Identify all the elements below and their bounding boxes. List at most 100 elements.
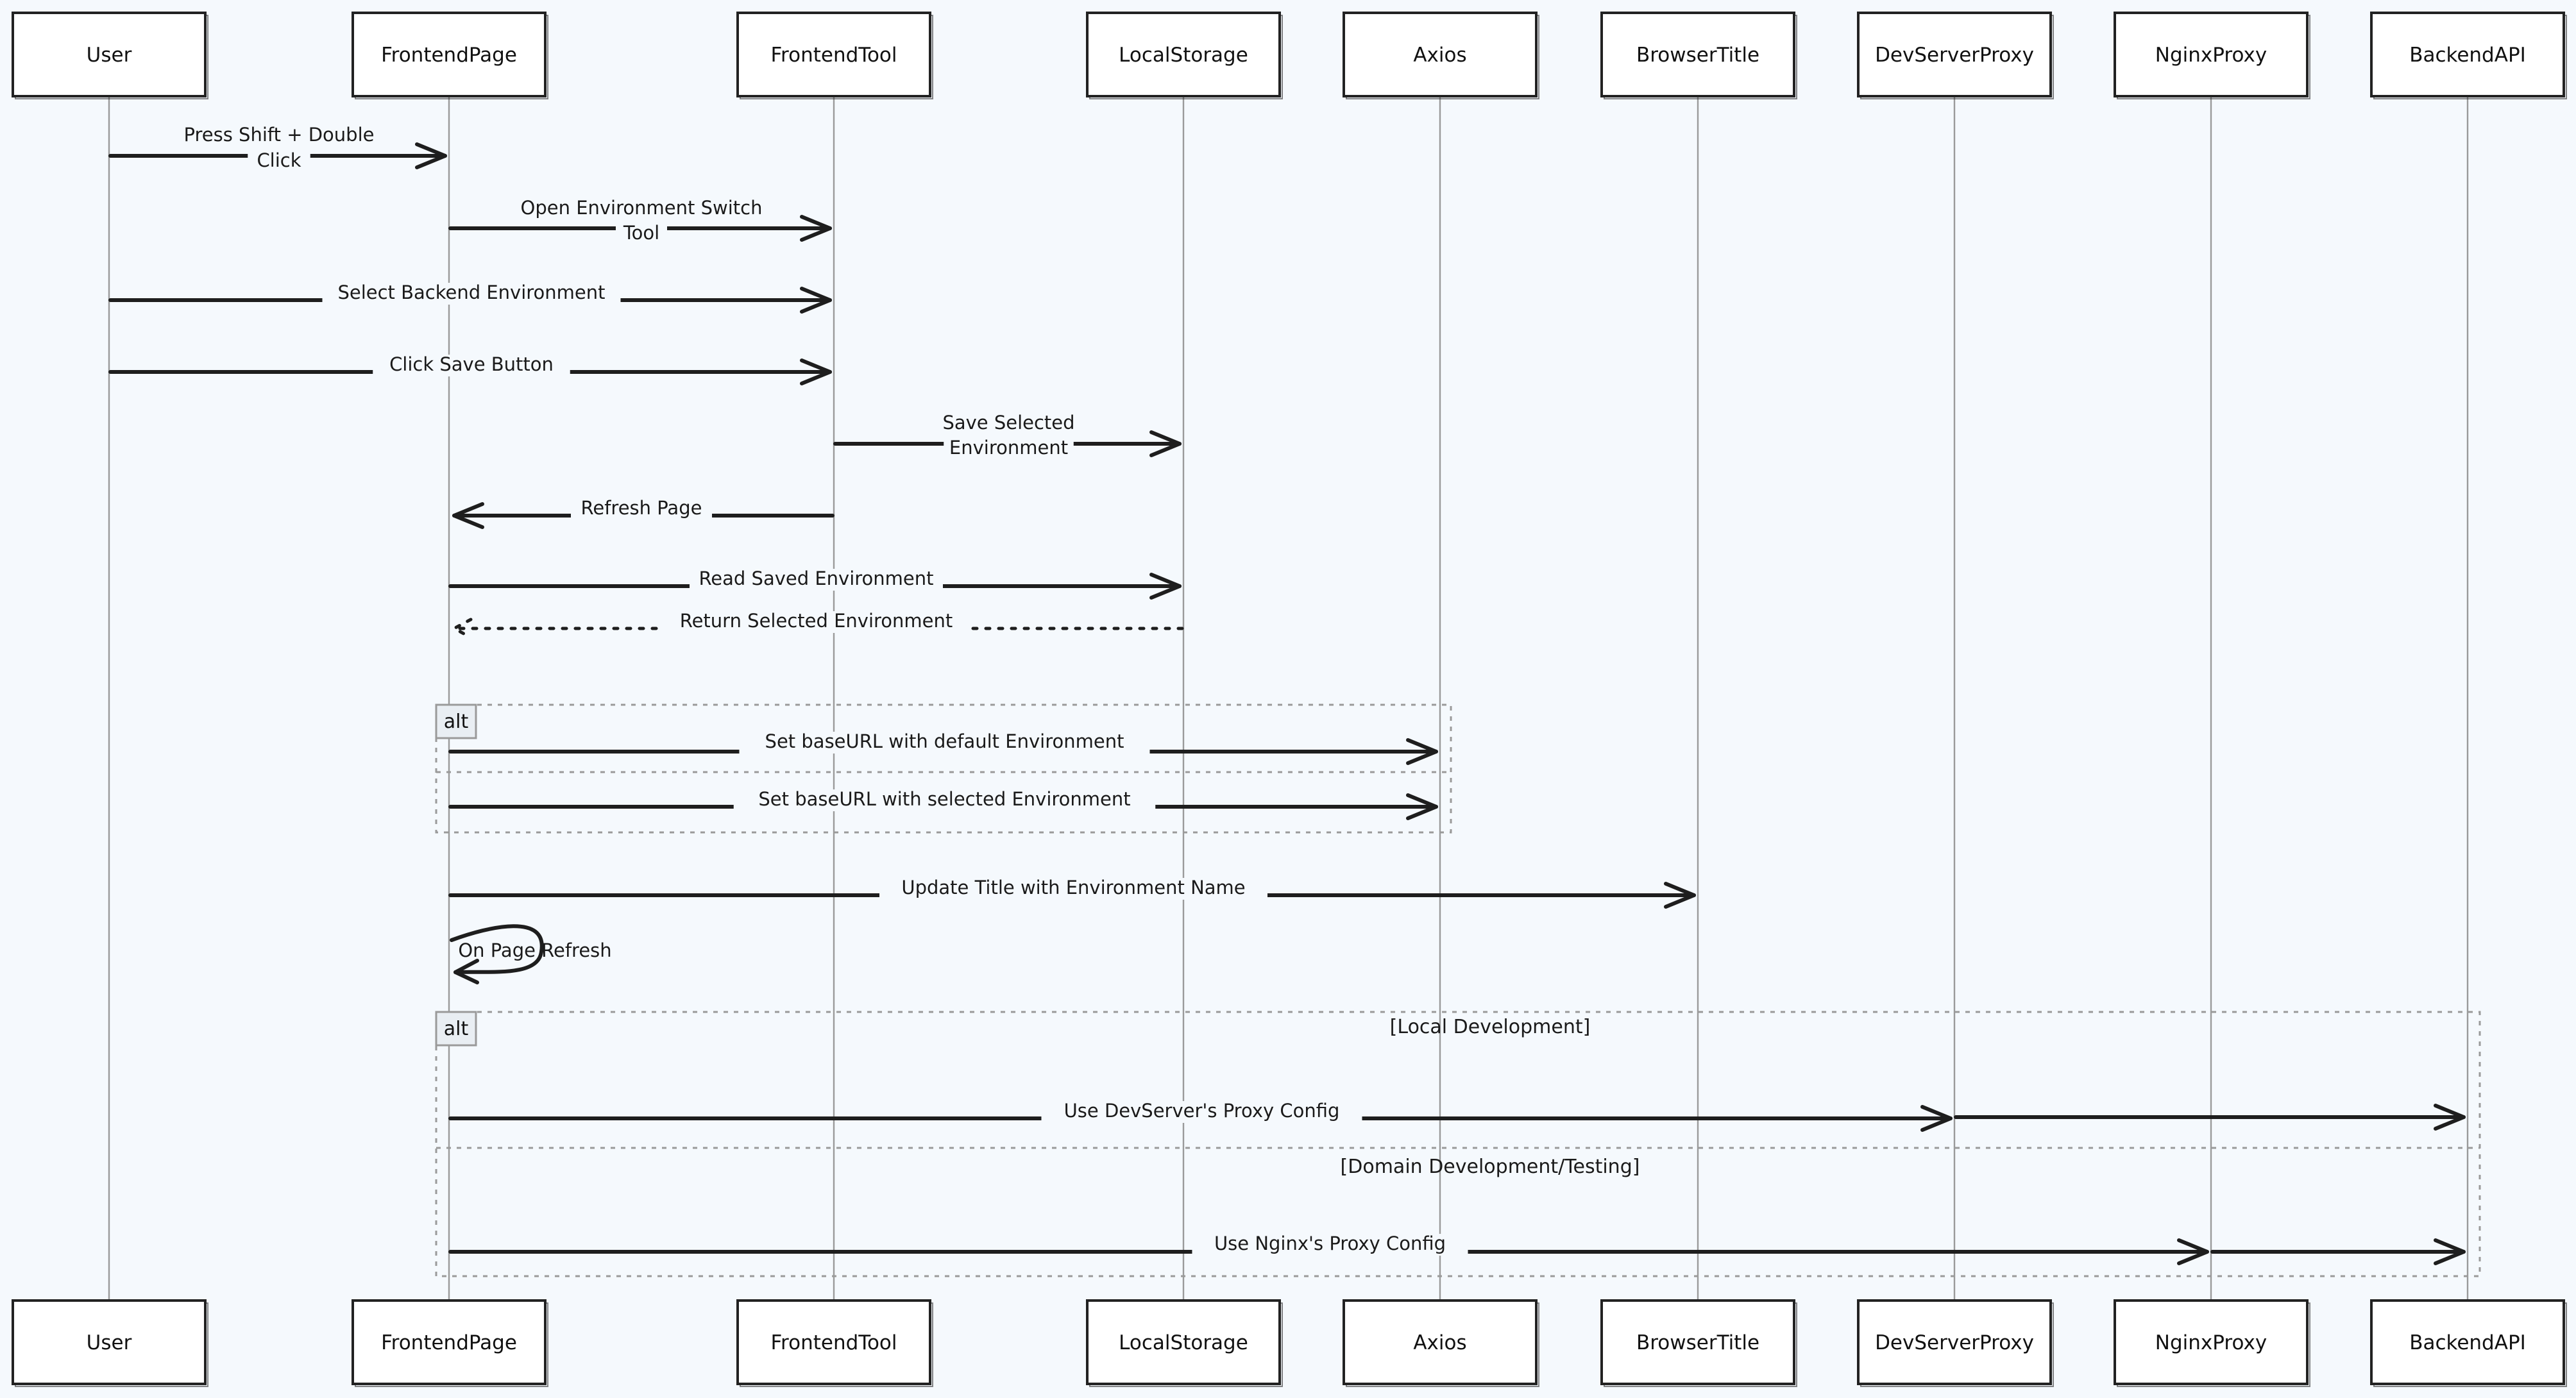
- participant-label: LocalStorage: [1119, 1331, 1248, 1354]
- participant-box: [2370, 12, 2565, 97]
- message-label: Click Save Button: [389, 353, 554, 375]
- arrow-head: [453, 959, 479, 984]
- participant-label: BrowserTitle: [1636, 1331, 1759, 1354]
- message-9: Set baseURL with default Environment: [448, 730, 1438, 765]
- participant-box: [1600, 12, 1795, 97]
- message-label: Tool: [623, 222, 659, 244]
- fragment-tab: [435, 703, 477, 739]
- participant-box: [2114, 12, 2309, 97]
- participant-box: [2114, 1299, 2309, 1385]
- participant-user-top: User: [12, 12, 208, 99]
- participant-box: [1343, 12, 1538, 97]
- arrow-head: [452, 502, 484, 529]
- message-13: Use DevServer's Proxy Config: [448, 1100, 1953, 1132]
- participant-label: BrowserTitle: [1636, 44, 1759, 67]
- arrow-head: [2434, 1104, 2466, 1131]
- message-label: Click: [257, 149, 301, 171]
- participant-label: LocalStorage: [1119, 44, 1248, 67]
- participant-label: FrontendTool: [770, 44, 897, 67]
- participant-label: User: [87, 44, 132, 67]
- message-label: Set baseURL with selected Environment: [758, 788, 1130, 810]
- participant-box: [736, 1299, 931, 1385]
- arrow-head: [2177, 1238, 2209, 1265]
- participant-box: [1343, 1299, 1538, 1385]
- participant-box: [12, 1299, 207, 1385]
- message-label: Select Backend Environment: [337, 282, 605, 303]
- participant-label: NginxProxy: [2155, 1331, 2267, 1354]
- message-3: Select Backend Environment: [108, 282, 832, 314]
- message-label: On Page Refresh: [458, 939, 611, 961]
- fragment-type-label: alt: [444, 711, 469, 733]
- participant-label: FrontendTool: [770, 1331, 897, 1354]
- participant-backendapi-top: BackendAPI: [2370, 12, 2567, 99]
- participant-label: NginxProxy: [2155, 44, 2267, 67]
- message-label: Use DevServer's Proxy Config: [1064, 1100, 1340, 1122]
- participant-label: DevServerProxy: [1875, 1331, 2034, 1354]
- message-label: Press Shift + Double: [184, 124, 375, 146]
- fragment-frame: [435, 1011, 2481, 1277]
- arrow-head: [1406, 738, 1438, 765]
- participant-frontendpage-bottom: FrontendPage: [352, 1299, 548, 1387]
- message-label: Save Selected: [942, 412, 1074, 434]
- arrow-head: [1149, 430, 1182, 457]
- self-message-loop: [450, 924, 544, 974]
- participant-label: BackendAPI: [2409, 44, 2526, 67]
- arrow-head: [1149, 573, 1182, 600]
- fragment-condition: [Local Development]: [1390, 1016, 1591, 1038]
- message-14: [1954, 1104, 2466, 1131]
- arrow-head: [800, 287, 832, 314]
- participant-box: [352, 12, 547, 97]
- participant-frontendpage-top: FrontendPage: [352, 12, 548, 99]
- message-label: Refresh Page: [581, 497, 702, 519]
- participant-axios-top: Axios: [1343, 12, 1539, 99]
- message-11: Update Title with Environment Name: [448, 877, 1696, 909]
- message-15: Use Nginx's Proxy Config: [448, 1233, 2209, 1265]
- participant-frontendtool-bottom: FrontendTool: [736, 1299, 933, 1387]
- message-label: Use Nginx's Proxy Config: [1214, 1233, 1446, 1254]
- participant-box: [1857, 12, 2052, 97]
- participant-label: BackendAPI: [2409, 1331, 2526, 1354]
- fragment-condition: [Domain Development/Testing]: [1341, 1156, 1640, 1178]
- message-label: Set baseURL with default Environment: [765, 730, 1124, 752]
- participant-box: [12, 12, 207, 97]
- fragment-tab: [435, 1011, 477, 1047]
- participant-backendapi-bottom: BackendAPI: [2370, 1299, 2567, 1387]
- message-12: On Page Refresh: [450, 924, 612, 984]
- participant-localstorage-bottom: LocalStorage: [1086, 1299, 1283, 1387]
- message-8: Return Selected Environment: [452, 610, 1184, 639]
- participant-browsertitle-bottom: BrowserTitle: [1600, 1299, 1797, 1387]
- participant-label: DevServerProxy: [1875, 44, 2034, 67]
- participant-label: FrontendPage: [381, 1331, 517, 1354]
- participant-box: [1857, 1299, 2052, 1385]
- message-label: Update Title with Environment Name: [901, 877, 1245, 898]
- message-label: Read Saved Environment: [699, 568, 933, 589]
- participant-box: [1086, 1299, 1281, 1385]
- fragment-type-label: alt: [444, 1018, 469, 1040]
- participant-localstorage-top: LocalStorage: [1086, 12, 1283, 99]
- arrow-head: [415, 142, 447, 169]
- message-label: Environment: [949, 437, 1068, 459]
- message-10: Set baseURL with selected Environment: [448, 788, 1438, 820]
- participant-nginxproxy-bottom: NginxProxy: [2114, 1299, 2310, 1387]
- participant-browsertitle-top: BrowserTitle: [1600, 12, 1797, 99]
- participant-label: Axios: [1413, 44, 1466, 67]
- arrow-head: [1920, 1105, 1953, 1132]
- fragment-alt-2: alt [Local Development] [Domain Developmen…: [435, 1011, 2481, 1277]
- participant-box: [352, 1299, 547, 1385]
- participant-axios-bottom: Axios: [1343, 1299, 1539, 1387]
- message-16: [2210, 1238, 2466, 1265]
- participant-user-bottom: User: [12, 1299, 208, 1387]
- participant-box: [736, 12, 931, 97]
- participant-label: Axios: [1413, 1331, 1466, 1354]
- arrow-head: [800, 215, 832, 242]
- arrow-head: [1406, 793, 1438, 820]
- arrow-head: [1664, 882, 1696, 909]
- message-label: Return Selected Environment: [680, 610, 953, 632]
- message-label: Open Environment Switch: [521, 197, 763, 219]
- fragment-alt-1: alt: [435, 703, 1452, 834]
- participant-box: [1086, 12, 1281, 97]
- arrow-head: [800, 358, 832, 385]
- participant-label: FrontendPage: [381, 44, 517, 67]
